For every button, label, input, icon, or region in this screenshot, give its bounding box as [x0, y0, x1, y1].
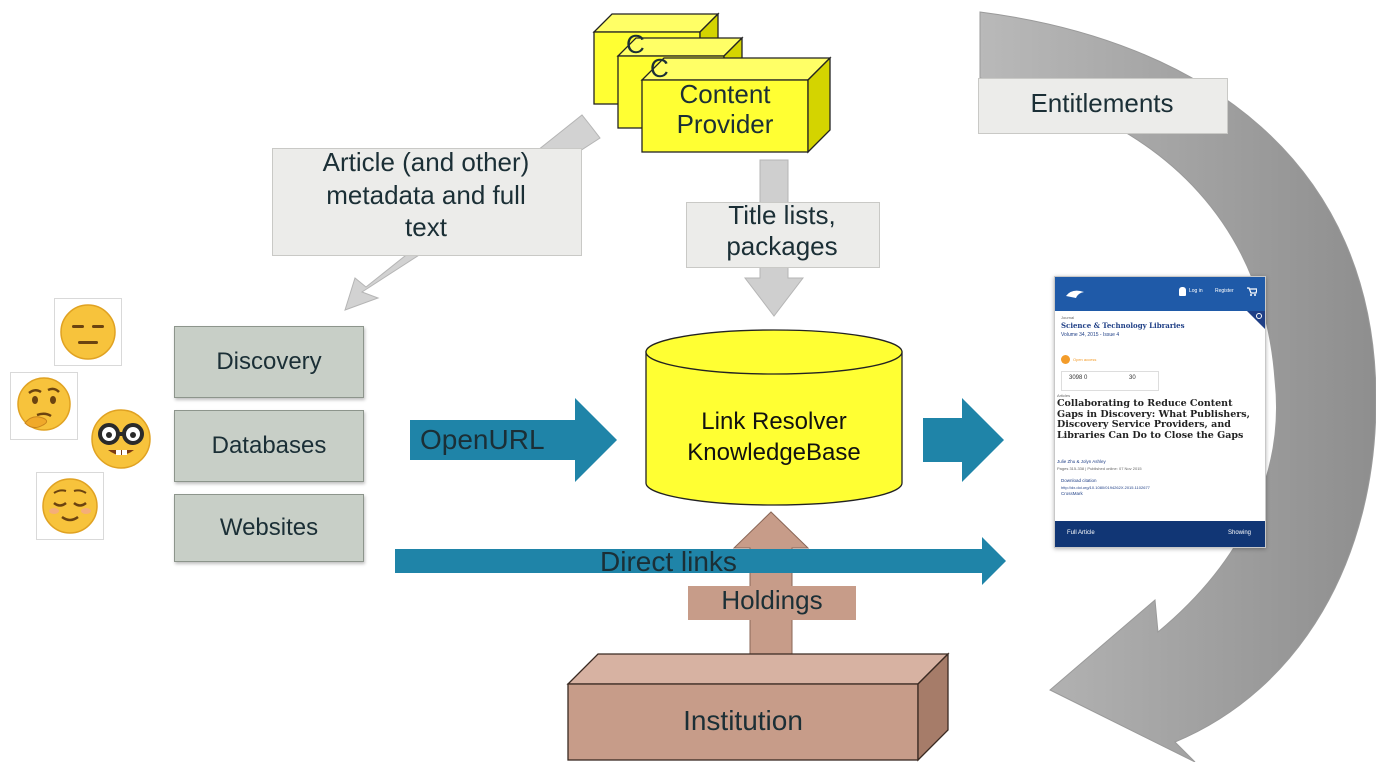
article-preview: Log in Register Journal Science & Techno…	[1054, 276, 1266, 548]
institution-label: Institution	[683, 705, 803, 736]
title-lists-line2: packages	[726, 231, 838, 262]
databases-label: Databases	[211, 432, 327, 459]
discovery-label: Discovery	[216, 348, 322, 375]
section-label: Articles	[1057, 393, 1071, 398]
citations-count: 30	[1129, 375, 1136, 381]
article-preview-footer: Full Article Showing	[1055, 521, 1265, 547]
journal-small-label: Journal	[1061, 315, 1075, 320]
holdings-label-box	[688, 586, 856, 620]
metrics-box	[1061, 371, 1159, 391]
link-resolver-line2: KnowledgeBase	[687, 439, 861, 467]
article-title: Collaborating to Reduce Content Gaps in …	[1057, 398, 1250, 441]
openurl-label: OpenURL	[420, 424, 545, 455]
download-citation-link[interactable]: Download citation	[1061, 478, 1097, 483]
user-icon	[1179, 287, 1186, 296]
link-resolver-cylinder	[645, 329, 903, 506]
open-access-badge	[1061, 355, 1070, 364]
journal-volume: Volume 34, 2015 - Issue 4	[1061, 332, 1120, 338]
expressionless-face-icon	[54, 298, 122, 366]
nerd-face-icon	[86, 404, 152, 470]
authors-line: Julie Zhu & Jolyn Ashley	[1057, 459, 1106, 464]
websites-box: Websites	[174, 494, 364, 562]
holdings-arrow	[732, 511, 810, 655]
register-link[interactable]: Register	[1215, 288, 1234, 294]
publisher-logo-icon	[1066, 290, 1084, 298]
crossmark-link[interactable]: CrossMark	[1061, 491, 1083, 496]
thinking-face-icon	[10, 372, 78, 440]
discovery-box: Discovery	[174, 326, 364, 398]
content-provider-back-fragment-2: C	[650, 53, 669, 83]
holdings-label: Holdings	[721, 585, 823, 615]
content-provider-back-fragment: C	[626, 29, 645, 59]
entitlements-curve-arrow	[979, 11, 1376, 762]
databases-box: Databases	[174, 410, 364, 482]
link-resolver-label: Link Resolver KnowledgeBase	[646, 406, 902, 468]
cart-icon[interactable]	[1247, 287, 1257, 296]
article-metadata-label-box	[272, 148, 582, 256]
websites-label: Websites	[219, 514, 319, 541]
search-icon[interactable]	[1247, 311, 1265, 329]
relieved-face-icon	[36, 472, 104, 540]
showing-label[interactable]: Showing	[1227, 530, 1251, 536]
login-link[interactable]: Log in	[1189, 288, 1203, 294]
institution-box	[566, 652, 950, 762]
direct-links-arrow	[395, 537, 1006, 585]
content-provider-line1: Content	[679, 79, 771, 109]
full-article-button[interactable]: Full Article	[1067, 530, 1095, 536]
article-metadata-line2: metadata and full	[326, 179, 526, 210]
title-lists-label: Title lists, packages	[686, 200, 878, 262]
doi-link[interactable]: http://dx.doi.org/10.1080/0194262X.2015.…	[1061, 485, 1150, 490]
article-metadata-line3: text	[405, 212, 447, 242]
article-metadata-line1: Article (and other)	[322, 147, 530, 177]
pages-line: Pages 315-338 | Published online: 07 Nov…	[1057, 466, 1142, 471]
openurl-arrow	[410, 398, 617, 482]
journal-title: Science & Technology Libraries	[1061, 321, 1185, 330]
entitlements-label-box	[978, 78, 1228, 134]
link-resolver-line1: Link Resolver	[701, 408, 847, 435]
title-lists-line1: Title lists,	[728, 200, 836, 230]
content-provider-line2: Provider	[676, 108, 774, 139]
open-access-label: Open access	[1073, 357, 1097, 362]
content-provider-label: Content Provider	[642, 79, 808, 140]
title-lists-label-box	[686, 202, 880, 268]
article-preview-header: Log in Register	[1055, 277, 1265, 311]
direct-links-label: Direct links	[600, 546, 737, 577]
resolver-to-article-arrow	[923, 398, 1004, 482]
article-metadata-label: Article (and other) metadata and full te…	[272, 146, 580, 244]
views-count: 3098 0	[1069, 375, 1088, 381]
entitlements-label: Entitlements	[1030, 88, 1174, 118]
content-provider-stack	[592, 12, 832, 154]
